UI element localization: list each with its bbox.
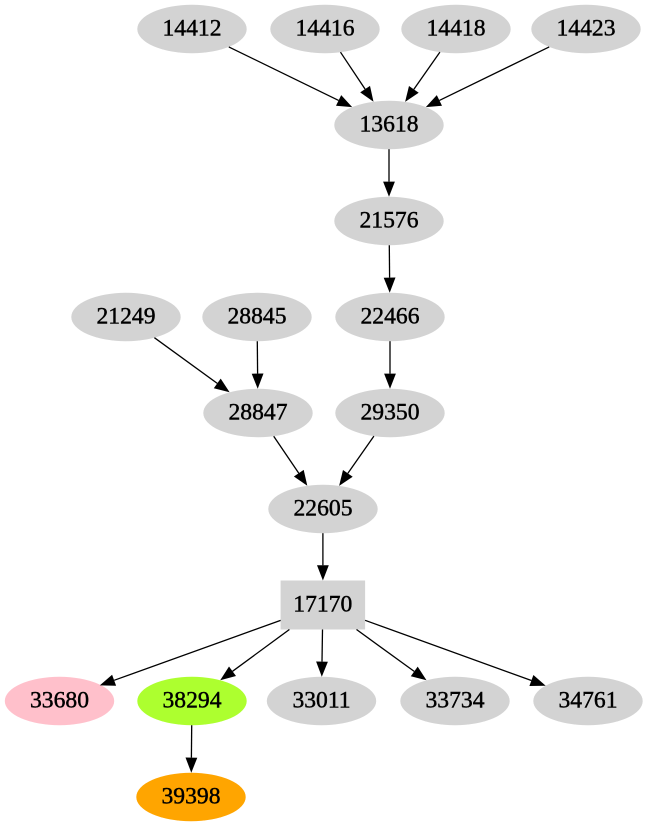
svg-text:22466: 22466	[361, 304, 420, 330]
svg-text:29350: 29350	[361, 400, 420, 426]
svg-text:28847: 28847	[229, 400, 288, 426]
svg-text:21576: 21576	[360, 208, 419, 234]
svg-text:14416: 14416	[296, 16, 355, 42]
svg-text:38294: 38294	[163, 688, 222, 714]
svg-text:17170: 17170	[293, 592, 352, 618]
svg-text:13618: 13618	[360, 112, 419, 138]
svg-text:14423: 14423	[557, 16, 616, 42]
svg-text:34761: 34761	[559, 688, 618, 714]
svg-text:39398: 39398	[162, 784, 221, 810]
svg-text:33680: 33680	[30, 688, 89, 714]
svg-text:14412: 14412	[163, 16, 222, 42]
svg-text:14418: 14418	[427, 16, 486, 42]
svg-text:21249: 21249	[97, 304, 156, 330]
svg-text:22605: 22605	[294, 496, 353, 522]
svg-text:33734: 33734	[426, 688, 485, 714]
svg-text:28845: 28845	[228, 304, 287, 330]
svg-text:33011: 33011	[292, 688, 350, 714]
